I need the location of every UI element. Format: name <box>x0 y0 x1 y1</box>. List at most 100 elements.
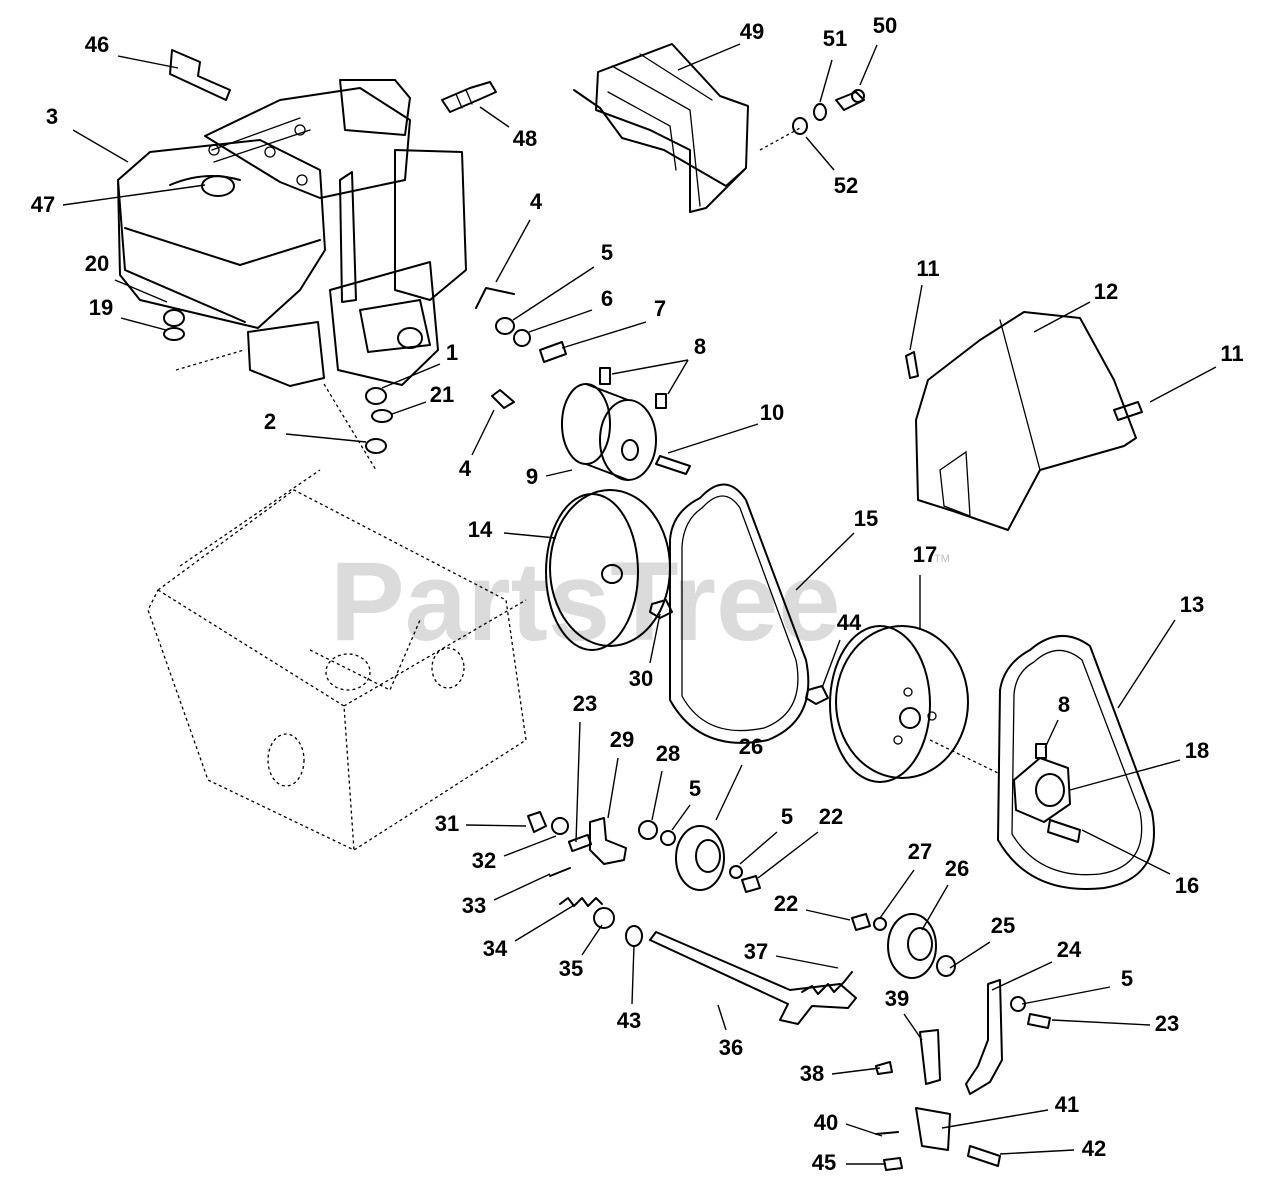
callout-28: 28 <box>656 741 680 766</box>
part-8a-setscrew <box>599 367 611 385</box>
callout-3: 3 <box>46 104 58 129</box>
leader-line-22a <box>757 831 819 879</box>
leader-line-5c <box>739 831 778 865</box>
part-5c-washer <box>729 865 743 879</box>
callout-43: 43 <box>617 1008 641 1033</box>
auger-housing <box>147 469 527 851</box>
leader-line-7 <box>561 321 647 349</box>
leader-line-31 <box>465 824 527 827</box>
leader-line-13 <box>1117 619 1176 709</box>
callout-41: 41 <box>1055 1092 1079 1117</box>
leader-line-5a <box>512 266 595 321</box>
part-23a-bolt <box>567 833 593 853</box>
callout-47: 47 <box>31 192 55 217</box>
part-2-washer <box>365 438 387 454</box>
leader-line-42 <box>999 1149 1075 1155</box>
part-11a-screw <box>905 351 919 379</box>
leader-line-38 <box>831 1067 881 1075</box>
part-22b-nut <box>851 913 871 931</box>
part-39-bracket <box>919 1029 941 1085</box>
leader-line-26b <box>921 884 949 931</box>
leader-line-8a <box>611 359 689 375</box>
leader-line-46 <box>117 55 179 69</box>
callout-14: 14 <box>468 517 493 542</box>
leader-line-15 <box>795 532 855 591</box>
watermark-trademark: TM <box>934 553 950 565</box>
leader-line-16 <box>1081 829 1171 875</box>
callout-2: 2 <box>264 409 276 434</box>
part-6-lockwasher <box>513 329 531 347</box>
leader-line-23a <box>575 721 581 843</box>
leader-line-36 <box>717 1004 727 1031</box>
callout-29: 29 <box>610 727 634 752</box>
callout-5a: 5 <box>601 240 613 265</box>
callout-30: 30 <box>629 666 653 691</box>
watermark-text: PartsTree <box>330 539 841 664</box>
callout-51: 51 <box>823 26 847 51</box>
callout-6: 6 <box>601 286 613 311</box>
callout-11b: 11 <box>1220 341 1243 366</box>
leader-line-29 <box>607 757 619 819</box>
leader-line-5d <box>1021 986 1111 1005</box>
part-35-bushing <box>593 907 615 929</box>
part-28-spacer <box>638 820 658 840</box>
callout-27: 27 <box>908 839 932 864</box>
part-33-pin <box>549 867 571 877</box>
callout-48: 48 <box>513 126 537 151</box>
leader-line-8b <box>1044 719 1059 749</box>
callout-36: 36 <box>719 1035 743 1060</box>
callout-26a: 26 <box>739 734 763 759</box>
leader-line-4b <box>471 409 495 456</box>
leader-line-26a <box>715 764 743 821</box>
callout-34: 34 <box>483 936 508 961</box>
callout-24: 24 <box>1057 937 1082 962</box>
part-19-washer <box>163 327 185 341</box>
part-49-wire-guard <box>573 43 749 213</box>
leader-line-25 <box>949 941 991 969</box>
part-24-bracket <box>965 979 1003 1095</box>
leader-line-41 <box>941 1109 1049 1129</box>
leader-line-3 <box>72 129 129 163</box>
callout-35: 35 <box>559 956 583 981</box>
part-10-key <box>655 455 691 475</box>
part-15-belt <box>669 483 810 744</box>
callout-4b: 4 <box>459 456 472 481</box>
part-48-spark-plug <box>441 81 497 113</box>
callout-50: 50 <box>873 13 897 38</box>
callout-26b: 26 <box>945 856 969 881</box>
part-34-spring <box>559 897 603 907</box>
part-12-belt-cover <box>915 311 1137 531</box>
part-25-spacer <box>936 955 956 977</box>
leader-line-32 <box>503 835 557 857</box>
part-51-lockwasher <box>813 103 827 121</box>
leader-line-34 <box>514 903 577 942</box>
callout-31: 31 <box>435 811 459 836</box>
callout-15: 15 <box>854 506 878 531</box>
callout-21: 21 <box>430 382 454 407</box>
leader-line-39 <box>903 1013 923 1041</box>
part-4a-pin <box>475 287 515 309</box>
callout-17: 17 <box>913 542 937 567</box>
part-43-washer <box>625 925 643 947</box>
part-38-screw <box>875 1061 893 1075</box>
part-9-engine-pulley <box>561 383 657 481</box>
leader-line-37 <box>775 955 839 969</box>
part-8b-setscrew <box>655 393 667 409</box>
callout-38: 38 <box>800 1061 824 1086</box>
callout-23b: 23 <box>1155 1011 1179 1036</box>
leader-line-24 <box>991 961 1053 991</box>
callout-42: 42 <box>1082 1136 1106 1161</box>
leader-line-28 <box>651 770 663 821</box>
part-52-washer <box>792 117 808 135</box>
callout-25: 25 <box>991 913 1015 938</box>
part-22a-nut <box>741 875 761 893</box>
leader-line-23b <box>1051 1019 1151 1026</box>
leader-line-21 <box>391 401 427 415</box>
callout-37: 37 <box>744 939 768 964</box>
part-32-washer <box>551 817 569 835</box>
callout-46: 46 <box>85 32 109 57</box>
callout-5c: 5 <box>781 804 793 829</box>
leader-line-11b <box>1149 366 1217 403</box>
